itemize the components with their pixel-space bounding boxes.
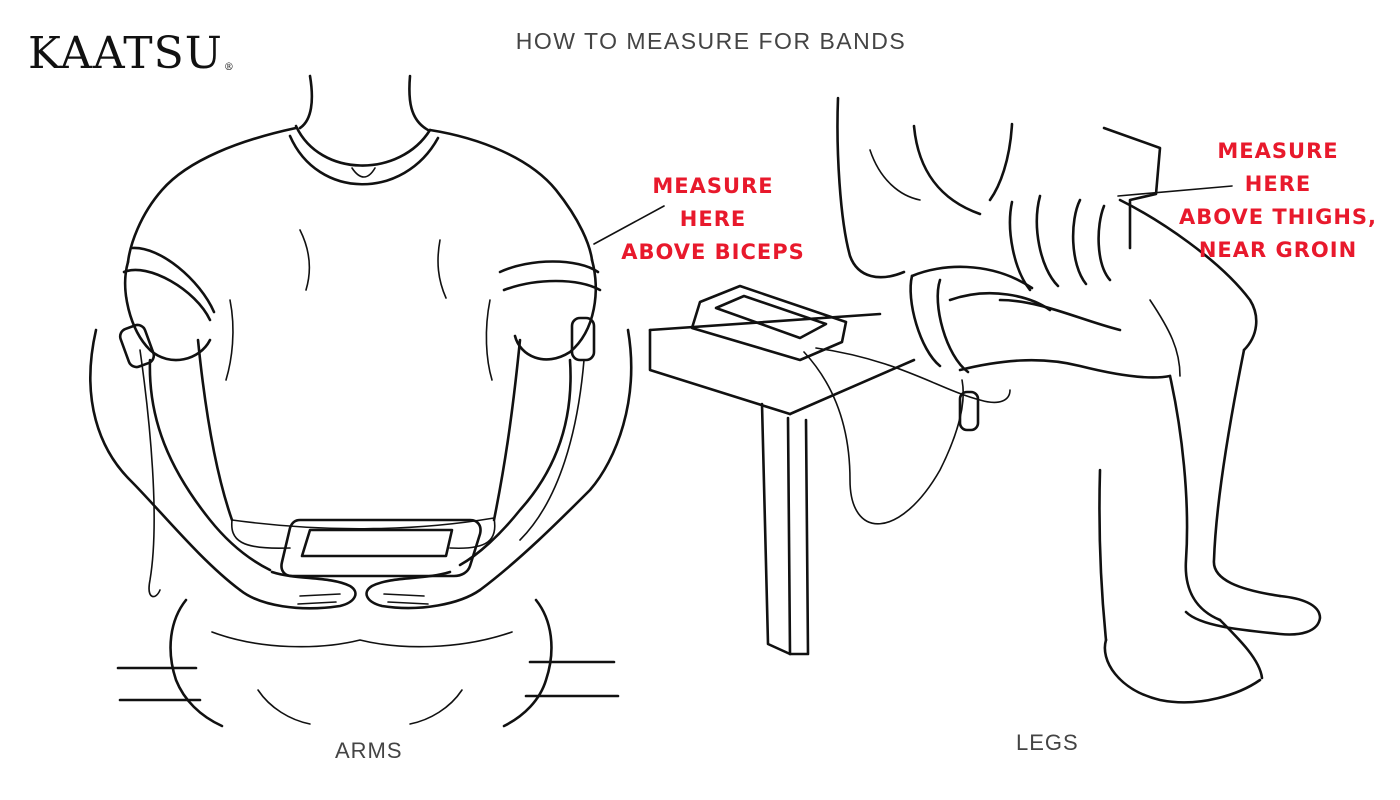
arms-pointer-line [593,205,665,245]
legs-pointer-line [1117,185,1233,197]
kaatsu-logo: KAATSU® [28,28,234,79]
arms-note-line-2: HERE [679,207,747,231]
logo-wordmark: KAATSU [28,28,223,79]
legs-note-line-3: ABOVE THIGHS, [1178,205,1378,229]
legs-caption: LEGS [1016,730,1079,755]
legs-measure-note: MEASURE HERE ABOVE THIGHS, NEAR GROIN [1162,135,1394,267]
legs-note-line-1: MEASURE [1217,139,1339,163]
seated-person-legs-illustration [648,96,1322,704]
legs-note-line-4: NEAR GROIN [1198,238,1358,262]
arms-caption: ARMS [335,738,403,763]
arms-note-line-3: ABOVE BICEPS [621,240,805,264]
legs-note-line-2: HERE [1244,172,1312,196]
registered-mark: ® [223,62,235,73]
seated-person-arms-illustration [89,74,633,728]
arms-note-line-1: MEASURE [652,174,774,198]
arms-measure-note: MEASURE HERE ABOVE BICEPS [605,170,821,269]
page-title: HOW TO MEASURE FOR BANDS [515,28,907,54]
